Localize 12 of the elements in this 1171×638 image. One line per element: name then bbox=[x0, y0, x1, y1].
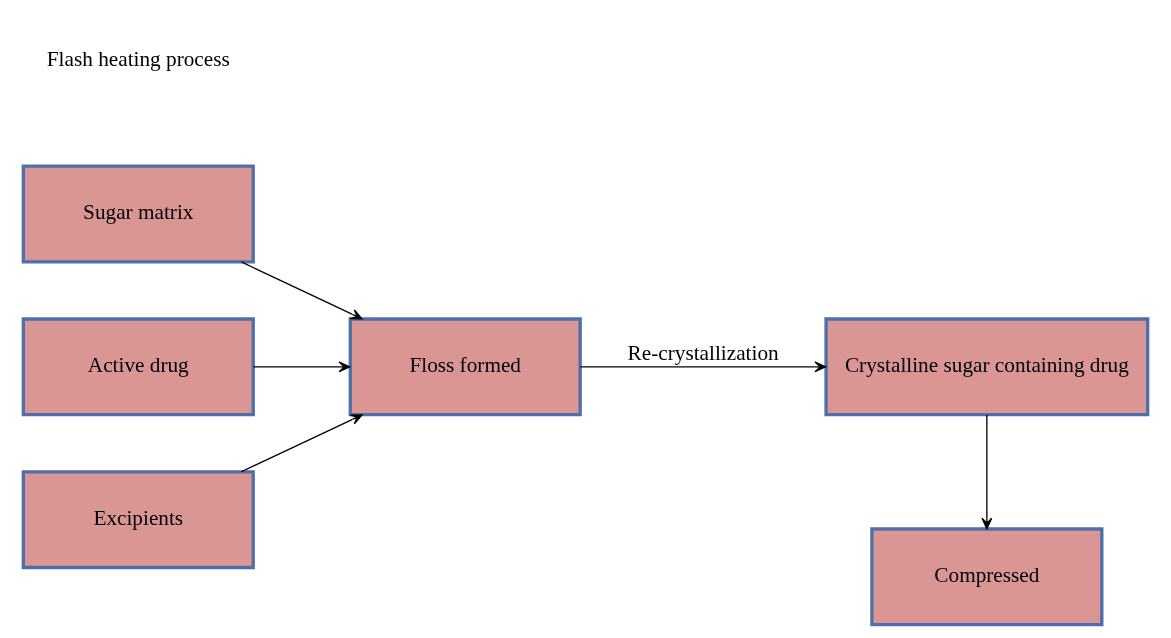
node-box: Excipients bbox=[21, 470, 255, 570]
node-box: Active drug bbox=[21, 317, 255, 417]
node-box: Compressed bbox=[870, 527, 1104, 627]
node-box: Floss formed bbox=[348, 317, 582, 417]
edge-label: Re-crystallization bbox=[627, 340, 779, 365]
arrow bbox=[240, 414, 363, 473]
node-box: Crystalline sugar containing drug bbox=[824, 317, 1150, 417]
node-box: Sugar matrix bbox=[21, 164, 255, 264]
arrow bbox=[981, 414, 993, 530]
arrow bbox=[579, 361, 827, 373]
arrow bbox=[252, 361, 351, 373]
label: Flash heating process bbox=[46, 47, 230, 72]
